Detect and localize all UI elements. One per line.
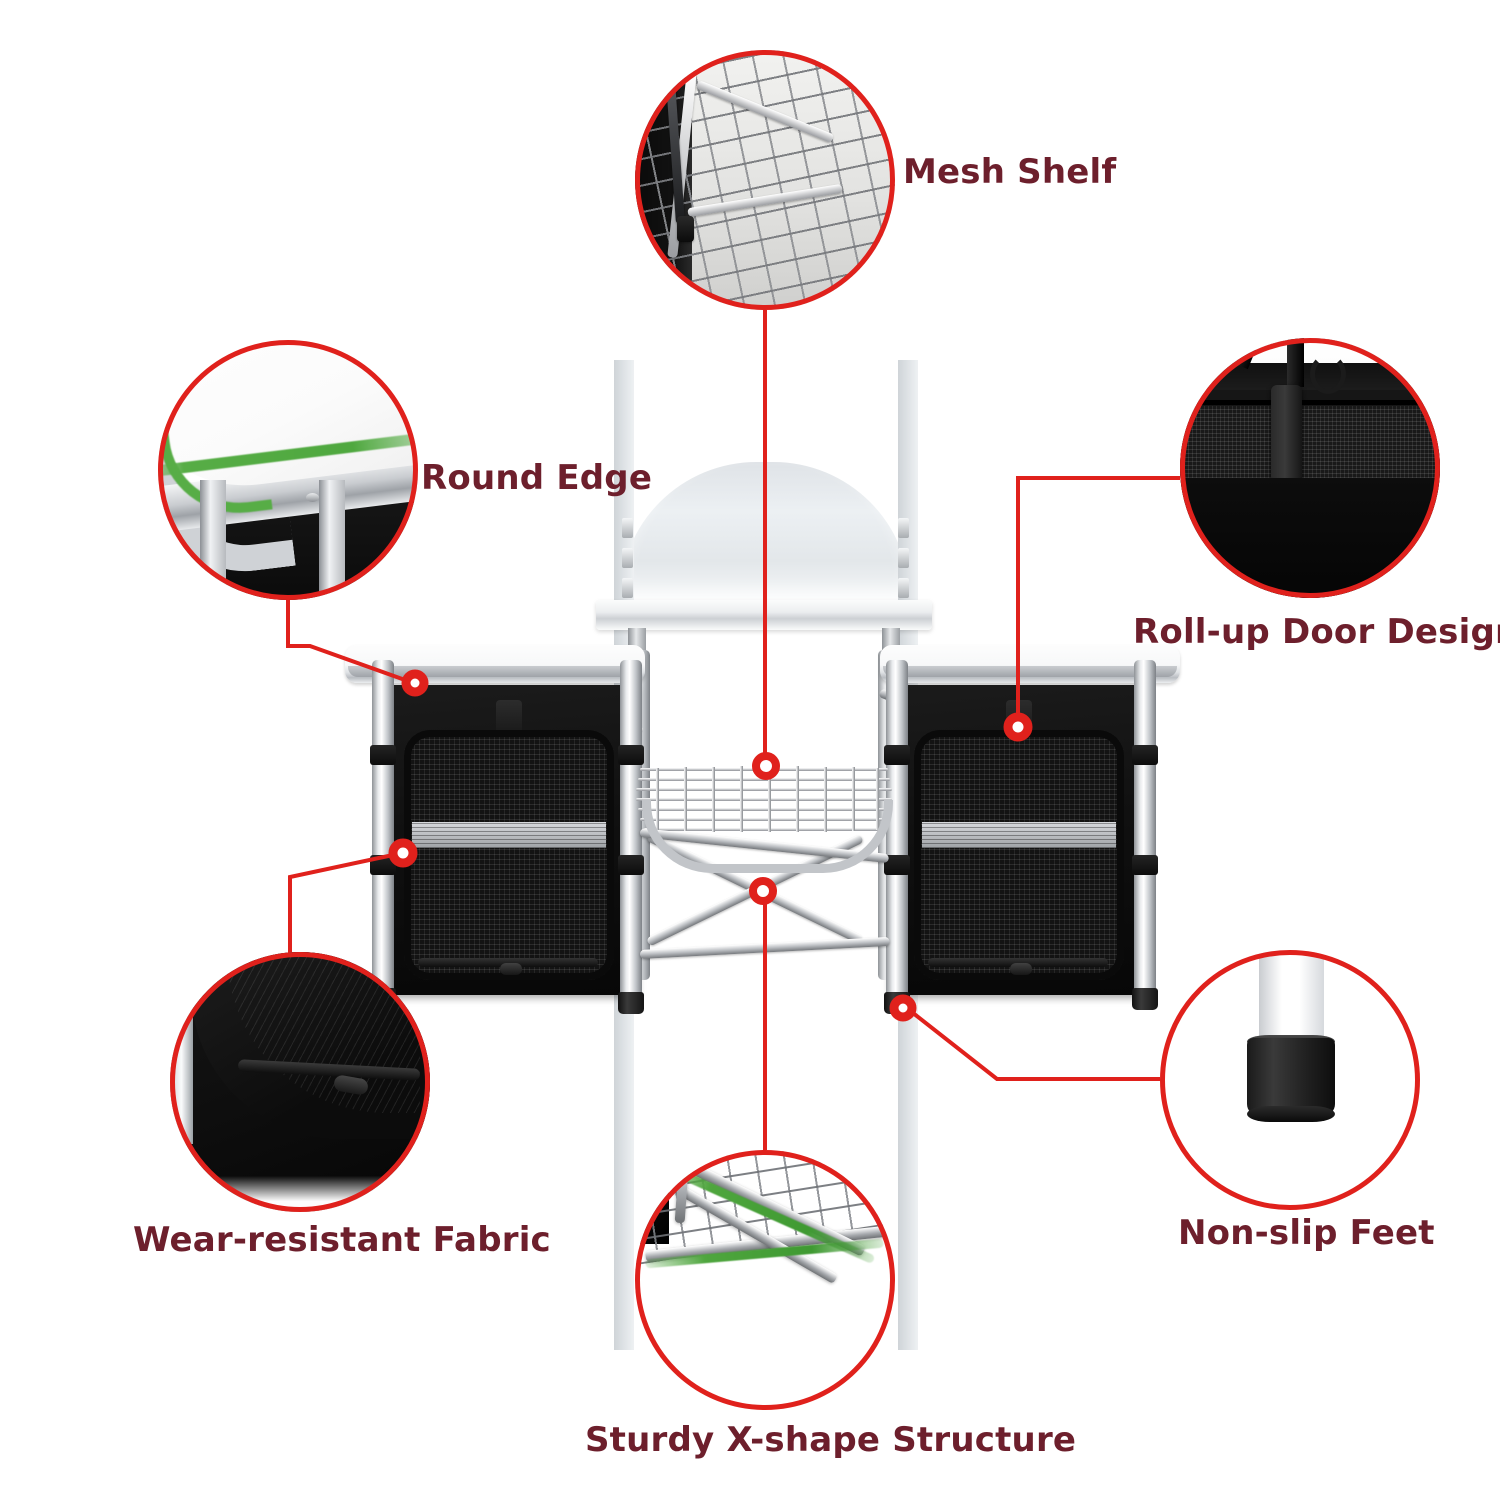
leg-adjust-band: [884, 855, 910, 875]
right-inner-leg: [884, 660, 910, 1000]
callout-sturdy-x-shape-structure: [635, 1150, 895, 1410]
photo-foot-cap: [676, 216, 694, 243]
photo-floor: [170, 1175, 430, 1212]
callout-label-round-edge: Round Edge: [421, 458, 653, 498]
mesh-wire: [712, 767, 715, 832]
photo-velcro-strap: [1271, 384, 1303, 489]
right-cabinet-mesh-panel: [914, 730, 1124, 980]
leg-adjust-band: [884, 745, 910, 765]
mesh-wire: [852, 767, 855, 831]
right-outer-leg: [1132, 660, 1158, 995]
marker-non-slip-feet: [889, 994, 917, 1022]
mesh-wire: [684, 767, 687, 831]
windscreen-hinge: [898, 548, 909, 568]
marker-wear-resistant-fabric: [388, 838, 418, 868]
connector-round-edge: [286, 600, 406, 682]
non-slip-feet-photo: [1160, 950, 1420, 1210]
callout-non-slip-feet: [1160, 950, 1420, 1210]
leg-adjust-band: [1132, 745, 1158, 765]
connector-roll-up-door: [1016, 476, 1180, 717]
photo-foot-cap-bottom: [1247, 1106, 1336, 1122]
mesh-wire: [656, 768, 659, 830]
left-cabinet-inner-shelf: [412, 822, 606, 848]
mesh-wire: [636, 788, 892, 791]
windscreen-hinge: [622, 518, 633, 538]
windscreen-hinge: [898, 518, 909, 538]
right-cabinet-zipper: [928, 958, 1108, 967]
mesh-wire: [876, 768, 879, 830]
photo-leg-post: [319, 480, 346, 600]
leg-adjust-band: [618, 855, 644, 875]
connector-wear-resistant-fabric: [288, 853, 394, 975]
windscreen-hinge: [898, 578, 909, 598]
photo-adjacent-leg: [1165, 950, 1186, 992]
callout-label-roll-up-door: Roll-up Door Design: [1133, 612, 1500, 652]
right-tabletop: [880, 645, 1180, 683]
callout-label-mesh-shelf: Mesh Shelf: [903, 152, 1117, 192]
windscreen-hinge: [622, 548, 633, 568]
windscreen-hinge: [622, 578, 633, 598]
left-cabinet-zipper-pull: [500, 963, 522, 975]
callout-mesh-shelf: [635, 50, 895, 310]
callout-roll-up-door: [1180, 338, 1440, 598]
photo-aluminum-leg: [170, 983, 194, 1145]
round-edge-photo: [158, 340, 418, 600]
right-cabinet-inner-shelf: [922, 822, 1116, 848]
photo-hook: [1310, 353, 1346, 394]
mesh-wire: [824, 767, 827, 832]
mesh-wire: [636, 798, 892, 801]
right-cabinet-zipper-pull: [1010, 963, 1032, 975]
photo-mesh-band: [1180, 405, 1440, 479]
marker-x-shape: [749, 877, 777, 905]
photo-rubber-foot-cap: [1247, 1038, 1336, 1117]
marker-round-edge: [401, 669, 429, 697]
callout-wear-resistant-fabric: [170, 952, 430, 1212]
roll-up-door-photo: [1180, 338, 1440, 598]
leg-adjust-band: [370, 745, 396, 765]
wear-resistant-fabric-photo: [170, 952, 430, 1212]
left-cabinet-zipper: [418, 958, 598, 967]
mesh-wire: [796, 766, 799, 832]
marker-roll-up-door: [1003, 712, 1033, 742]
photo-top-band: [1180, 338, 1440, 390]
photo-screw: [306, 493, 320, 503]
callout-label-wear-resistant-fabric: Wear-resistant Fabric: [133, 1220, 551, 1260]
photo-frame-pole: [1286, 338, 1304, 388]
x-shape-structure-photo: [635, 1150, 895, 1410]
leg-adjust-band: [1132, 855, 1158, 875]
callout-label-non-slip-feet: Non-slip Feet: [1178, 1213, 1435, 1253]
left-inner-foot: [618, 992, 644, 1014]
marker-mesh-shelf: [752, 752, 780, 780]
left-cabinet-mesh-panel: [404, 730, 614, 980]
callout-label-sturdy-x-shape-structure: Sturdy X-shape Structure: [585, 1420, 1077, 1460]
mesh-wire: [740, 766, 743, 832]
photo-leg-post: [199, 480, 226, 600]
mesh-wire: [768, 766, 771, 832]
callout-round-edge: [158, 340, 418, 600]
connector-non-slip-feet: [911, 1011, 1168, 1081]
photo-seam: [1180, 400, 1440, 406]
right-outer-foot: [1132, 988, 1158, 1010]
photo-lower-fabric: [1180, 478, 1440, 598]
mesh-shelf-photo: [635, 50, 895, 310]
leg-adjust-band: [618, 745, 644, 765]
left-inner-leg: [618, 660, 644, 1000]
